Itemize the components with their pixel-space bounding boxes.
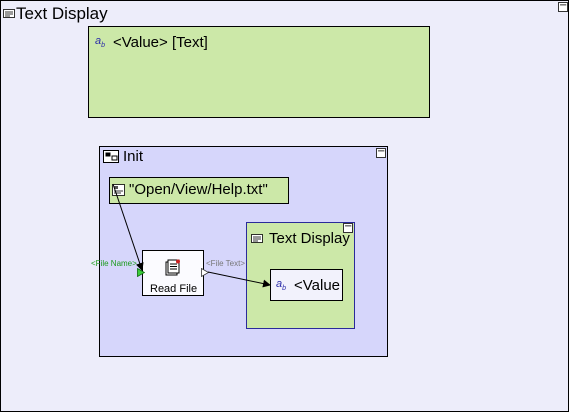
wire-read-file-to-display xyxy=(207,271,271,288)
init-minimize-button[interactable]: − xyxy=(376,146,386,158)
text-value-icon: ab xyxy=(276,278,287,293)
inner-value-box[interactable]: ab <Value xyxy=(270,269,343,301)
text-display-icon xyxy=(3,9,15,18)
wire-path-to-read-file xyxy=(112,183,144,271)
read-file-node[interactable]: Read File xyxy=(142,250,204,296)
outer-minimize-button[interactable]: − xyxy=(558,0,568,12)
top-value-text: <Value> [Text] xyxy=(113,34,208,51)
read-file-label: Read File xyxy=(150,283,198,295)
file-name-port-label: <File Name> xyxy=(91,259,137,268)
read-file-icon xyxy=(165,259,180,276)
top-value-box[interactable]: ab <Value> [Text] xyxy=(88,26,430,118)
file-path-constant[interactable]: "Open/View/Help.txt" xyxy=(109,177,289,204)
file-text-port-label: <File Text> xyxy=(206,259,245,268)
string-constant-icon xyxy=(112,184,125,196)
text-value-icon: ab xyxy=(95,35,106,50)
inner-value-text: <Value xyxy=(294,277,341,294)
text-display-icon xyxy=(251,234,263,243)
outer-title: Text Display xyxy=(16,4,108,23)
inner-minimize-button[interactable]: − xyxy=(343,221,353,233)
inner-text-display-title: Text Display xyxy=(269,230,350,247)
init-title: Init xyxy=(123,148,144,165)
file-path-text: "Open/View/Help.txt" xyxy=(129,181,268,198)
file-text-output-port[interactable] xyxy=(201,268,209,277)
init-icon xyxy=(103,150,119,163)
